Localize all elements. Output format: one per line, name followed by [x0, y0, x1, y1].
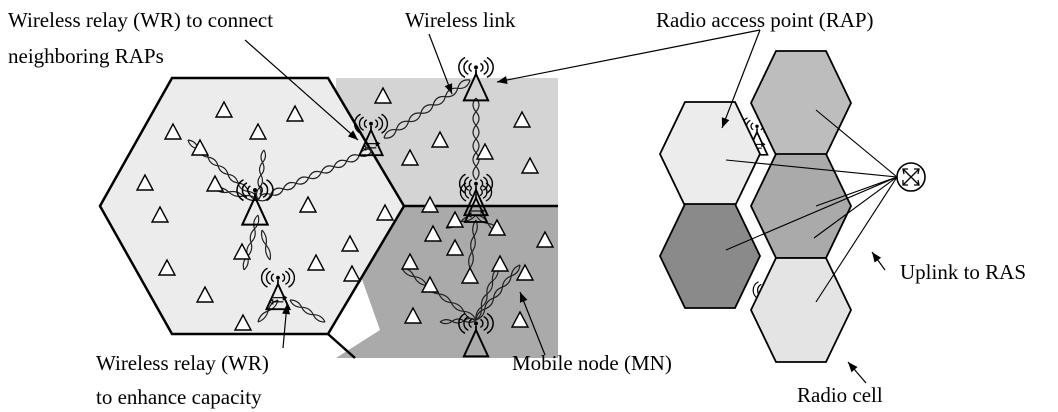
mobile-node-icon	[205, 174, 225, 192]
wireless-relay-icon	[459, 182, 493, 223]
wireless-link	[475, 264, 521, 321]
mobile-node-icon	[214, 100, 234, 118]
wireless-link	[383, 79, 471, 139]
radio-cell-hex	[750, 153, 852, 259]
wireless-link	[255, 149, 267, 201]
lower-right-cell	[336, 206, 558, 358]
mobile-node-icon	[232, 242, 252, 260]
mobile-node-icon	[475, 142, 495, 160]
mobile-node-icon	[135, 173, 155, 191]
wireless-link	[475, 264, 521, 321]
arrowhead	[347, 130, 358, 140]
mobile-node-icon	[400, 252, 420, 270]
wireless-link	[472, 97, 480, 181]
uplinks	[725, 109, 898, 303]
wireless-link	[261, 229, 271, 261]
mobile-node-icon	[373, 86, 393, 104]
uplink-line	[725, 176, 898, 251]
radio-cell-hex	[659, 101, 761, 207]
mobile-node-icon	[445, 210, 465, 228]
mobile-node-icon	[375, 203, 395, 221]
cell-divider-bottom	[327, 333, 356, 359]
mobile-node-icon	[195, 285, 215, 303]
rap-icon	[236, 179, 274, 226]
wireless-link	[257, 148, 373, 201]
wireless-link	[257, 149, 373, 202]
mobile-node-icon	[340, 234, 360, 252]
mobile-node-icon	[233, 313, 253, 331]
label-radio-cell: Radio cell	[797, 383, 883, 407]
left-cell-backgrounds	[98, 76, 558, 359]
wireless-link	[468, 219, 477, 269]
arrowhead	[444, 83, 453, 94]
arrowhead	[848, 362, 858, 373]
mobile-node-icon	[445, 238, 465, 256]
radio-cell-cluster	[659, 50, 852, 363]
label-wr-capacity-line1: Wireless relay (WR)	[96, 351, 269, 375]
mobile-node-icon	[248, 122, 268, 140]
arrowhead	[721, 117, 730, 128]
arrowhead	[519, 292, 528, 303]
radio-cell-hex	[750, 257, 852, 363]
rap-icon	[458, 312, 494, 358]
uplink-line	[725, 159, 898, 178]
wireless-link	[383, 79, 471, 139]
mobile-node-icon	[430, 130, 450, 148]
mobile-node-icon	[460, 266, 480, 284]
wireless-link	[469, 219, 478, 269]
mobile-node-icon	[342, 264, 362, 282]
mobile-node-icon	[163, 122, 183, 140]
mobile-node-icon	[487, 218, 507, 236]
wireless-link	[475, 267, 499, 321]
label-mobile-node: Mobile node (MN)	[512, 351, 672, 375]
wireless-link	[401, 267, 477, 321]
mobile-node-icon	[403, 306, 423, 324]
mobile-node-icon	[298, 195, 318, 213]
arrowhead	[872, 252, 882, 263]
wireless-link	[439, 318, 477, 325]
uplink-line	[815, 176, 898, 207]
rap-icon	[458, 56, 494, 102]
mobile-node-icon	[157, 258, 177, 276]
label-wireless-link: Wireless link	[405, 8, 516, 32]
ras-switch	[896, 162, 926, 192]
mobile-node-icon	[285, 104, 305, 122]
mobile-node-icon	[520, 156, 540, 174]
wireless-relay-icon	[260, 267, 296, 311]
radio-cell-hex	[750, 50, 852, 156]
label-wr-connect-line2: neighboring RAPs	[8, 44, 164, 68]
wireless-relay-icon	[353, 113, 389, 157]
label-rap: Radio access point (RAP)	[656, 8, 874, 32]
wireless-link	[289, 299, 326, 323]
mobile-node-icon	[490, 254, 510, 272]
mobile-node-icon	[423, 224, 443, 242]
arrowhead	[282, 304, 291, 315]
label-wr-connect-line1: Wireless relay (WR) to connect	[8, 8, 273, 32]
mobile-nodes	[135, 86, 555, 331]
mobile-node-icon	[420, 195, 440, 213]
uplink-line	[815, 176, 898, 303]
radio-cell-hex	[659, 203, 761, 309]
mobile-node-icon	[512, 110, 532, 128]
mobile-node-icon	[420, 275, 440, 293]
label-uplink: Uplink to RAS	[900, 260, 1026, 284]
uplink-line	[815, 109, 898, 178]
mobile-node-icon	[150, 205, 170, 223]
uplink-line	[813, 176, 898, 239]
arrowheads	[282, 76, 882, 373]
mobile-node-icon	[190, 138, 210, 156]
leader-lines	[244, 29, 886, 384]
wireless-link	[257, 299, 279, 323]
mobile-node-icon	[535, 230, 555, 248]
mobile-node-icon	[515, 263, 535, 281]
arrowhead	[497, 76, 508, 84]
label-wr-capacity-line2: to enhance capacity	[96, 385, 262, 409]
mobile-node-icon	[510, 310, 530, 328]
mobile-node-icon	[400, 148, 420, 166]
wireless-link	[289, 299, 326, 323]
mobile-node-icon	[306, 253, 326, 271]
